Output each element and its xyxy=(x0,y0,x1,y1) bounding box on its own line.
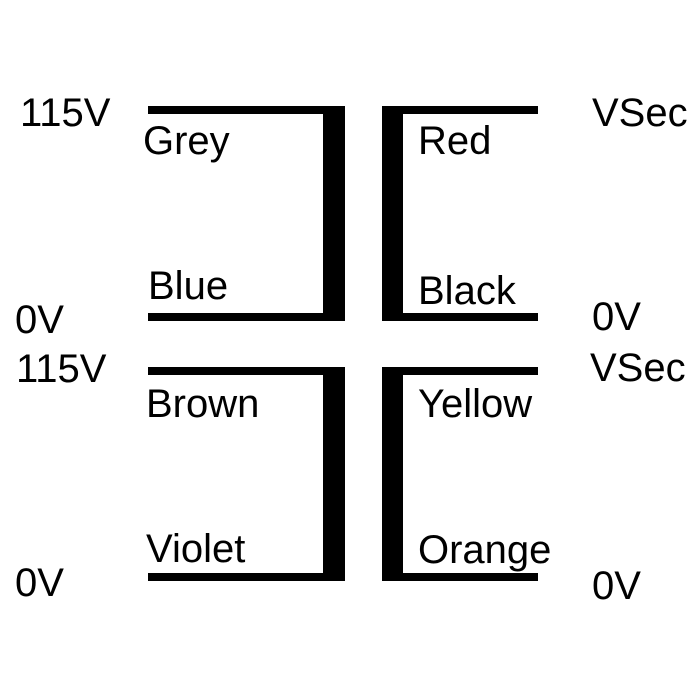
terminal-label-secondary-bottom-0v: 0V xyxy=(592,564,641,608)
wire-label-brown: Brown xyxy=(146,382,260,426)
primary-bottom-115v-lead-line xyxy=(148,367,345,375)
terminal-label-primary-top-115v: 115V xyxy=(20,91,111,135)
terminal-label-primary-bottom-0v: 0V xyxy=(15,561,64,605)
primary-top-coil-bar xyxy=(323,106,345,321)
secondary-top-vsec-lead-line xyxy=(382,106,538,114)
secondary-bottom-0v-lead-line xyxy=(382,573,538,581)
primary-bottom-coil-bar xyxy=(323,367,345,581)
secondary-top-coil-bar xyxy=(382,106,403,321)
wire-label-yellow: Yellow xyxy=(418,382,533,426)
terminal-label-primary-top-0v: 0V xyxy=(15,298,64,342)
wire-label-red: Red xyxy=(418,119,492,163)
wire-label-violet: Violet xyxy=(146,527,246,571)
wire-label-grey: Grey xyxy=(143,119,230,163)
terminal-label-secondary-top-vsec: VSec xyxy=(592,91,688,135)
wire-label-black: Black xyxy=(418,269,516,313)
secondary-top-0v-lead-line xyxy=(382,313,538,321)
wire-label-blue: Blue xyxy=(148,264,229,308)
secondary-bottom-vsec-lead-line xyxy=(382,367,538,375)
terminal-label-secondary-bottom-vsec: VSec xyxy=(590,346,686,390)
primary-top-115v-lead-line xyxy=(148,106,345,114)
primary-top-0v-lead-line xyxy=(148,313,345,321)
terminal-label-secondary-top-0v: 0V xyxy=(592,295,641,339)
primary-bottom-0v-lead-line xyxy=(148,573,345,581)
secondary-bottom-coil-bar xyxy=(382,367,403,581)
terminal-label-primary-bottom-115v: 115V xyxy=(16,347,107,391)
wire-label-orange: Orange xyxy=(418,528,552,572)
